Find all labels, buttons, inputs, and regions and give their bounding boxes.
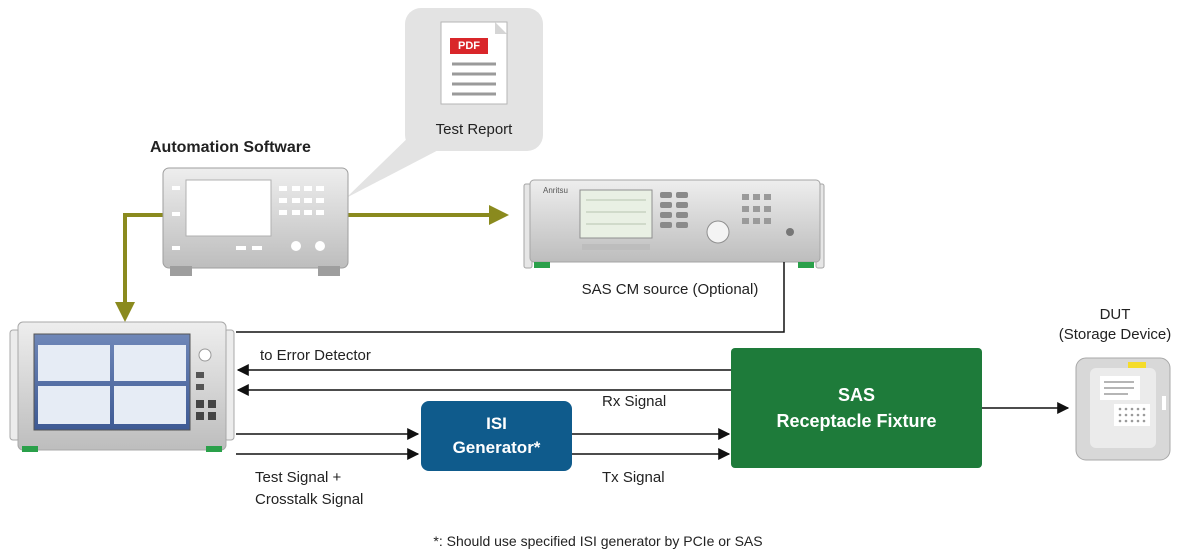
automation-pc-icon <box>162 167 349 276</box>
control-connections <box>115 205 509 322</box>
automation-software-title: Automation Software <box>150 139 311 156</box>
tx-signal-label: Tx Signal <box>602 469 665 486</box>
isi-generator-line1: ISI <box>486 414 507 433</box>
fixture-line1: SAS <box>837 385 875 405</box>
footnote: *: Should use specified ISI generator by… <box>433 533 763 549</box>
pdf-document-icon <box>440 21 508 105</box>
pdf-badge-label: PDF <box>458 40 480 52</box>
test-signal-label: Test Signal + <box>255 469 342 486</box>
rx-signal-label: Rx Signal <box>602 393 667 410</box>
storage-device-icon <box>1075 357 1171 461</box>
cm-source-instrument-icon <box>523 179 825 269</box>
cm-source-brand: Anritsu <box>543 186 568 195</box>
sas-receptacle-fixture-box: SAS Receptacle Fixture <box>731 348 982 468</box>
fixture-line2: Receptacle Fixture <box>776 411 937 431</box>
dut-label: DUT <box>1099 306 1131 323</box>
signal-connections <box>236 262 1070 460</box>
dut-sublabel: (Storage Device) <box>1058 326 1172 343</box>
to-error-detector-label: to Error Detector <box>260 347 371 364</box>
cm-source-label: SAS CM source (Optional) <box>581 281 759 298</box>
isi-generator-box: ISI Generator* <box>421 401 572 471</box>
test-report-label: Test Report <box>435 121 513 138</box>
crosstalk-signal-label: Crosstalk Signal <box>255 491 364 508</box>
bert-instrument-icon <box>9 321 235 452</box>
isi-generator-line2: Generator* <box>452 438 541 457</box>
